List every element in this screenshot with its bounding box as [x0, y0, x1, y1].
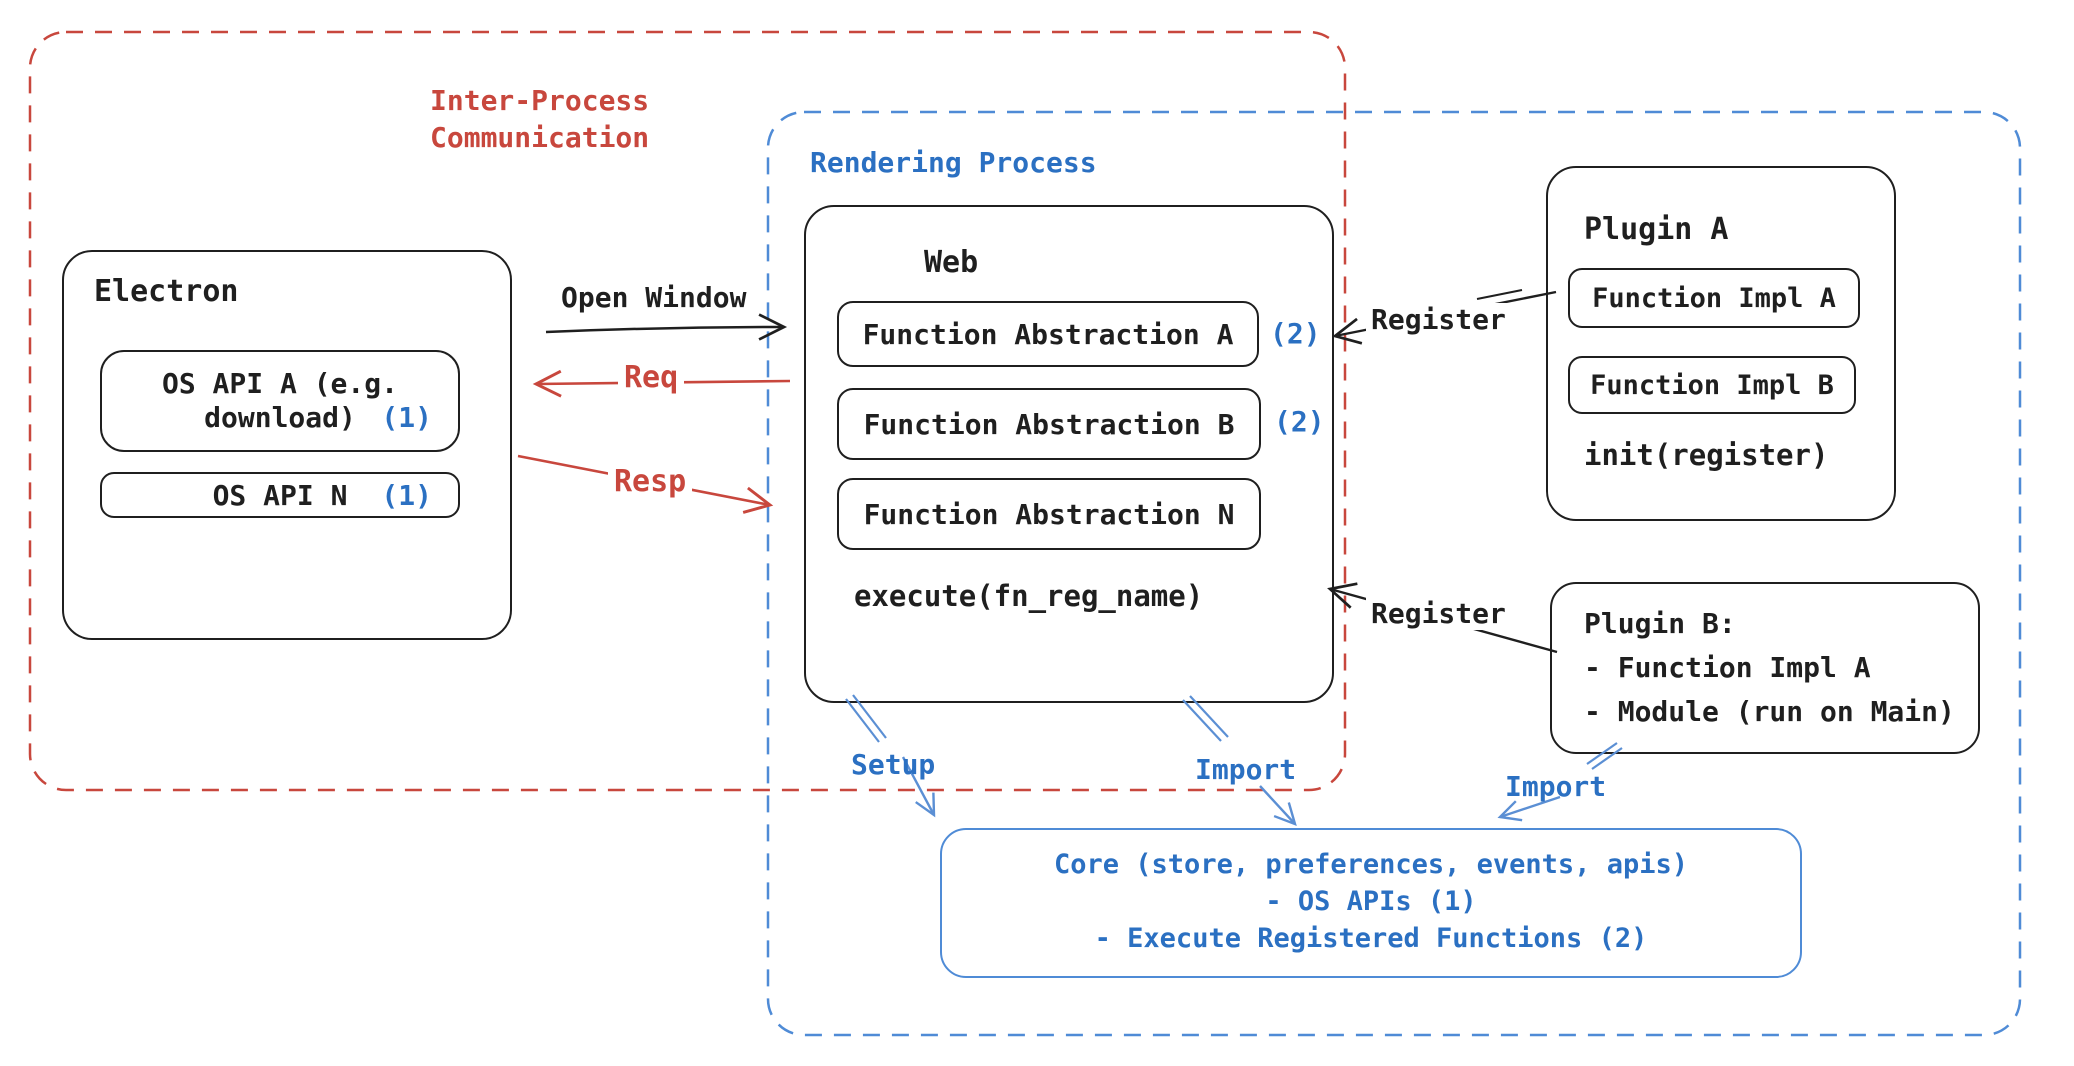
- ipc-group-label: Inter-Process Communication: [430, 84, 650, 154]
- function-impl-b-label: Function Impl B: [1590, 369, 1834, 401]
- execute-fn-label: execute(fn_reg_name): [854, 579, 1204, 613]
- function-abstraction-a-box: Function Abstraction A: [837, 301, 1259, 367]
- rendering-group-label: Rendering Process: [810, 146, 1097, 179]
- open-window-arrow: [545, 313, 788, 341]
- function-impl-a-box: Function Impl A: [1568, 268, 1860, 328]
- register-bottom-label: Register: [1366, 597, 1511, 630]
- import-right-label: Import: [1505, 770, 1607, 803]
- os-api-n-badge: (1): [381, 478, 432, 512]
- web-box: Web Function Abstraction A Function Abst…: [804, 205, 1334, 703]
- function-abstraction-n-box: Function Abstraction N: [837, 478, 1261, 550]
- electron-title: Electron: [94, 274, 239, 309]
- plugin-b-box: Plugin B: - Function Impl A - Module (ru…: [1550, 582, 1980, 754]
- setup-label: Setup: [851, 748, 936, 781]
- core-line-1: Core (store, preferences, events, apis): [1054, 849, 1688, 880]
- register-top-label: Register: [1366, 303, 1511, 336]
- plugin-a-box: Plugin A Function Impl A Function Impl B…: [1546, 166, 1896, 521]
- plugin-a-title: Plugin A: [1584, 212, 1729, 247]
- core-line-2: - OS APIs (1): [1265, 886, 1477, 917]
- function-abstraction-b-box: Function Abstraction B: [837, 388, 1261, 460]
- function-impl-a-label: Function Impl A: [1592, 282, 1836, 314]
- os-api-a-line2: download): [204, 401, 356, 434]
- function-abstraction-b-badge: (2): [1274, 405, 1325, 438]
- web-title: Web: [924, 245, 979, 280]
- function-abstraction-b-label: Function Abstraction B: [863, 407, 1235, 441]
- resp-label: Resp: [608, 464, 693, 499]
- function-abstraction-n-label: Function Abstraction N: [863, 497, 1235, 531]
- import-center-label: Import: [1195, 753, 1297, 786]
- core-box: Core (store, preferences, events, apis) …: [940, 828, 1802, 978]
- open-window-label: Open Window: [561, 281, 747, 314]
- req-label: Req: [618, 360, 685, 395]
- electron-box: Electron OS API A (e.g. download) (1) OS…: [62, 250, 512, 640]
- os-api-a-line1: OS API A (e.g.: [161, 367, 398, 400]
- os-api-a-badge: (1): [381, 401, 432, 434]
- function-abstraction-a-badge: (2): [1270, 317, 1321, 350]
- plugin-b-item-2: - Module (run on Main): [1584, 695, 1955, 728]
- function-abstraction-a-label: Function Abstraction A: [862, 317, 1234, 351]
- core-line-3: - Execute Registered Functions (2): [1094, 923, 1648, 954]
- os-api-n-box: OS API N (1): [100, 472, 460, 518]
- os-api-n-label: OS API N: [212, 478, 348, 512]
- plugin-b-item-1: - Function Impl A: [1584, 651, 1871, 684]
- plugin-b-title: Plugin B:: [1584, 607, 1736, 640]
- function-impl-b-box: Function Impl B: [1568, 356, 1856, 414]
- init-register-label: init(register): [1584, 438, 1829, 472]
- os-api-a-box: OS API A (e.g. download) (1): [100, 350, 460, 452]
